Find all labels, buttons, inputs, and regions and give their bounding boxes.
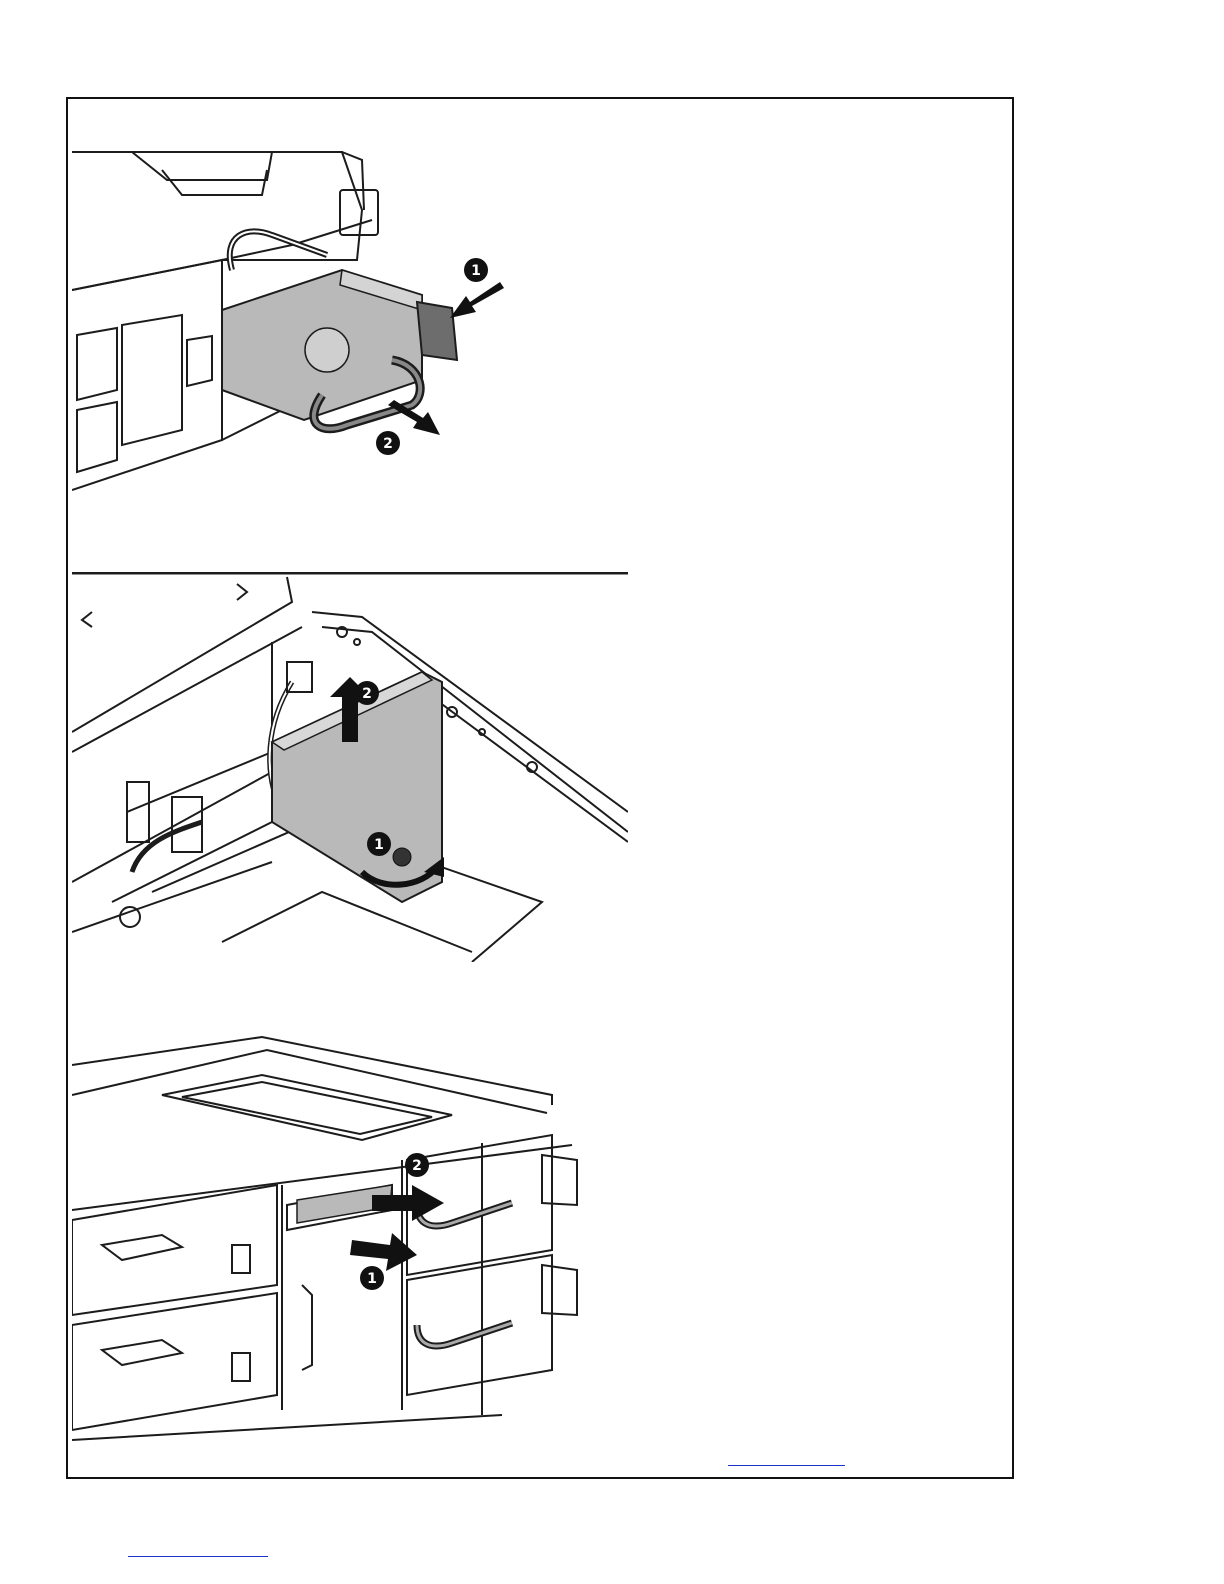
rear-view-illustration: 2 1 bbox=[72, 1035, 592, 1449]
internal-cable-illustration: 1 2 bbox=[72, 572, 628, 962]
step-badge-1: 1 bbox=[360, 1266, 384, 1290]
figure-power-supply-removal: 1 2 bbox=[72, 150, 564, 495]
step-badge-2: 2 bbox=[405, 1153, 429, 1177]
svg-text:2: 2 bbox=[383, 436, 393, 452]
arrow-right-down-icon bbox=[450, 282, 504, 318]
svg-text:2: 2 bbox=[362, 686, 372, 702]
link-underline[interactable] bbox=[728, 1465, 845, 1466]
step-badge-2: 2 bbox=[376, 431, 400, 455]
figure-rear-power-supplies: 2 1 bbox=[72, 1035, 592, 1449]
power-supply-illustration: 1 2 bbox=[72, 150, 564, 495]
figure-internal-cable: 1 2 bbox=[72, 572, 628, 962]
step-badge-1: 1 bbox=[464, 258, 488, 282]
svg-text:2: 2 bbox=[412, 1158, 422, 1174]
step-badge-1: 1 bbox=[367, 832, 391, 856]
step-badge-2: 2 bbox=[355, 681, 379, 705]
svg-text:1: 1 bbox=[374, 837, 384, 853]
footer-link-underline[interactable] bbox=[128, 1556, 268, 1557]
svg-text:1: 1 bbox=[367, 1271, 377, 1287]
svg-text:1: 1 bbox=[471, 263, 481, 279]
